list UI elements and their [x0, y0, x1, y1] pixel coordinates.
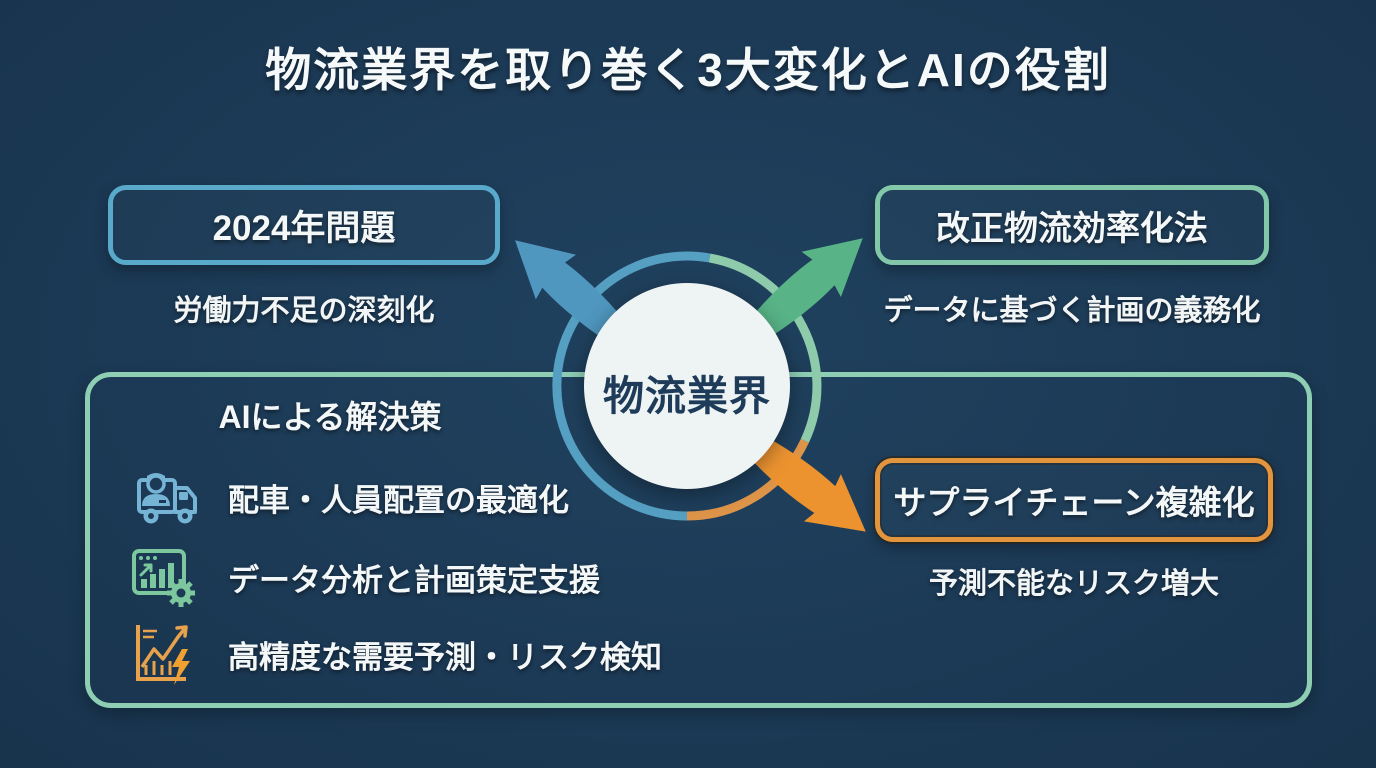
forecast-chart-bolt-icon	[128, 621, 202, 687]
change-box-supply-chain: サプライチェーン複雑化	[875, 458, 1273, 542]
delivery-truck-driver-icon	[128, 464, 202, 530]
solution-label-dispatch: 配車・人員配置の最適化	[228, 482, 569, 518]
change-subtitle-law: データに基づく計画の義務化	[883, 295, 1261, 327]
solution-item-dispatch: 配車・人員配置の最適化	[128, 464, 569, 530]
arrow-to-2024-problem	[494, 217, 649, 365]
page-title: 物流業界を取り巻く3大変化とAIの役割	[265, 44, 1111, 96]
change-subtitle-2024: 労働力不足の深刻化	[173, 295, 435, 327]
data-analysis-gear-icon	[128, 544, 202, 610]
change-box-2024-label: 2024年問題	[212, 208, 396, 248]
ai-solutions-title: AIによる解決策	[218, 399, 442, 435]
solution-item-forecast: 高精度な需要予測・リスク検知	[128, 621, 662, 687]
change-box-law-label: 改正物流効率化法	[936, 209, 1208, 248]
solution-label-forecast: 高精度な需要予測・リスク検知	[228, 639, 662, 675]
change-box-supply-label: サプライチェーン複雑化	[893, 484, 1255, 521]
hub-label: 物流業界	[603, 373, 771, 419]
solution-item-data-analysis: データ分析と計画策定支援	[128, 544, 600, 610]
change-subtitle-supply: 予測不能なリスク増大	[928, 568, 1219, 600]
solution-label-data-analysis: データ分析と計画策定支援	[228, 562, 600, 598]
change-box-revised-law: 改正物流効率化法	[875, 185, 1269, 265]
change-box-2024-problem: 2024年問題	[108, 185, 500, 265]
